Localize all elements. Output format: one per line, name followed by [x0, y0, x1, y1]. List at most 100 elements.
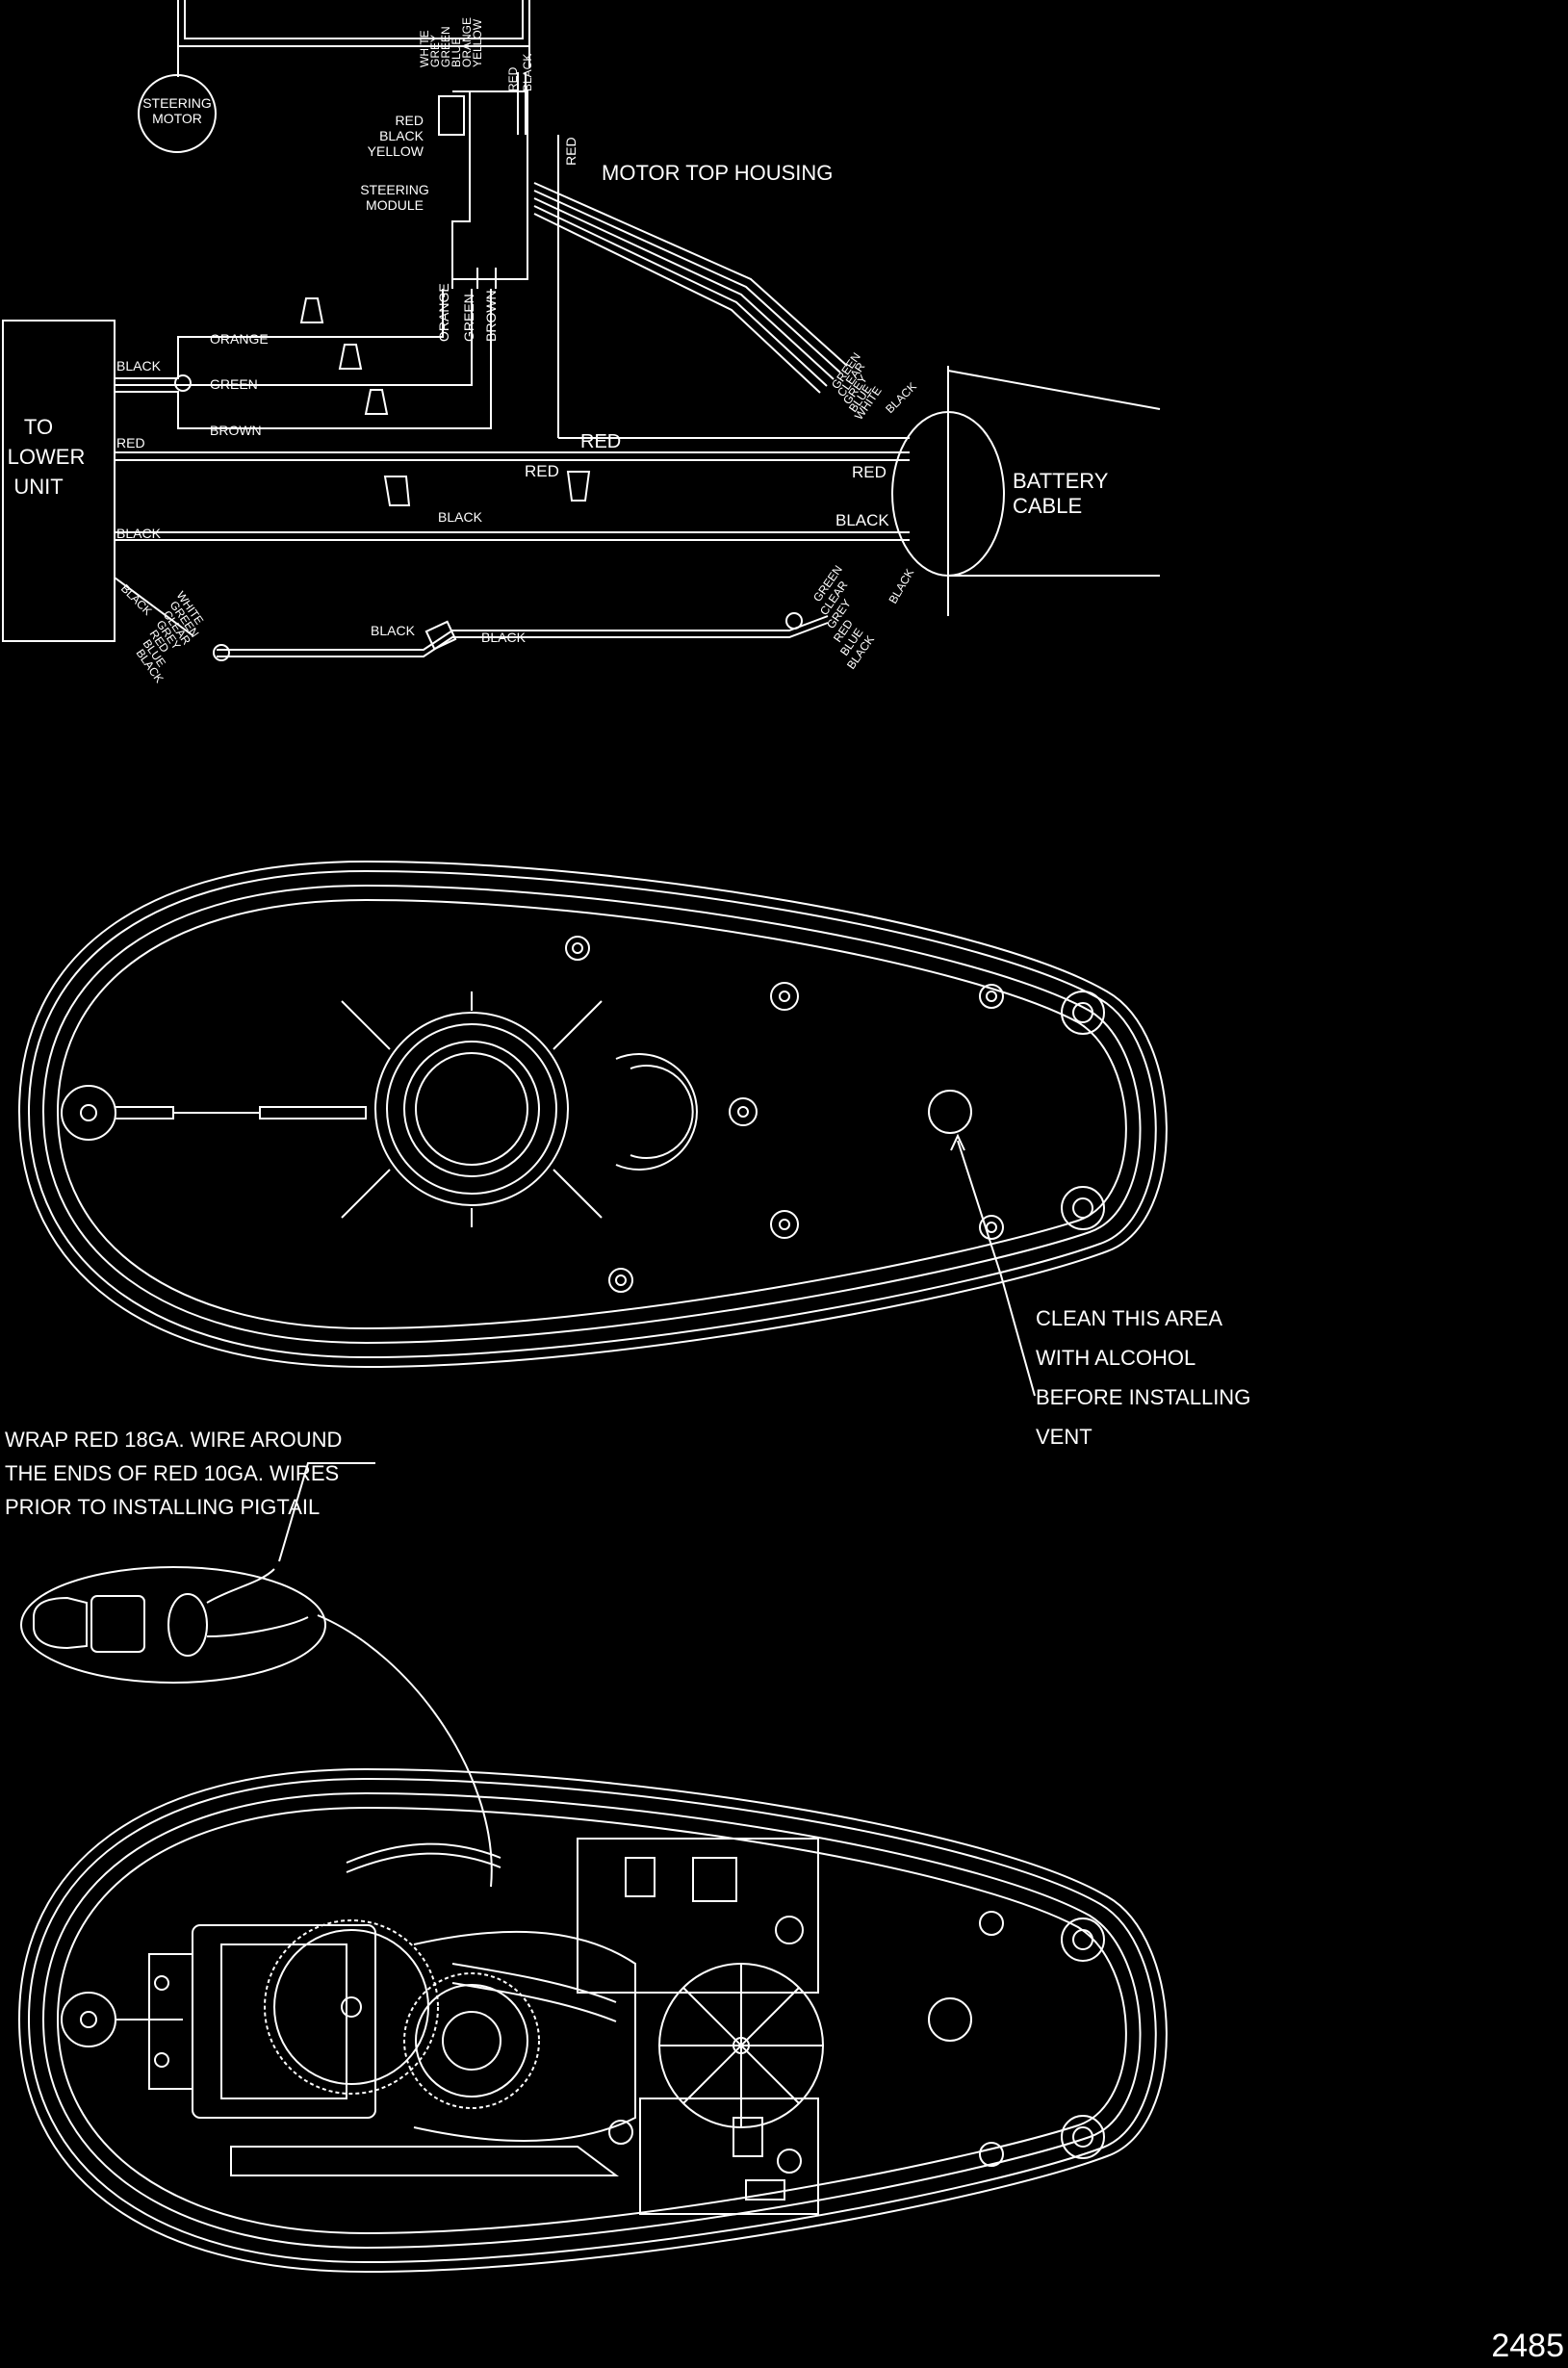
- gear-cover: [413, 1930, 636, 2142]
- main-gear-hub: [341, 1996, 362, 2018]
- shaft-bore: [415, 1052, 528, 1166]
- harness-junction-right: [785, 612, 803, 630]
- to-lower-unit-box: [2, 320, 116, 642]
- pigtail-callout-leader: [317, 1614, 493, 1888]
- spoke-3: [341, 1169, 391, 1219]
- boss-6: [770, 1210, 799, 1239]
- pigtail-wire-1: [206, 1568, 275, 1604]
- connector-green: [338, 344, 363, 370]
- housing-outline-2: [27, 869, 1157, 1359]
- spoke-2: [553, 1000, 603, 1050]
- vent-location: [928, 1090, 972, 1134]
- to-lower-unit-label-3: UNIT: [13, 475, 63, 499]
- boss-5: [729, 1097, 758, 1126]
- left-wire-red: RED: [395, 113, 424, 128]
- black-right-label: BLACK: [835, 511, 889, 529]
- shaft-collar-3: [403, 1041, 540, 1177]
- steering-motor-circle: [138, 74, 217, 153]
- housing-slot: [259, 1106, 367, 1120]
- shaft-collar-2: [386, 1023, 557, 1195]
- boss-5-hole: [737, 1106, 749, 1118]
- module-chip: [692, 1857, 737, 1902]
- brown-wire: [115, 289, 492, 429]
- top-bracket-line: [177, 0, 530, 47]
- main-gear-outer: [264, 1919, 439, 2095]
- boss-1-hole: [572, 942, 583, 954]
- steering-module-label-2: MODULE: [366, 197, 424, 213]
- pigtail-wrap: [167, 1593, 208, 1657]
- steering-motor-label-2: MOTOR: [152, 111, 202, 126]
- housing-top-view: [17, 860, 1168, 1397]
- terminal-screw: [777, 2149, 802, 2174]
- clean-area-note: CLEAN THIS AREA WITH ALCOHOL BEFORE INST…: [1036, 1306, 1250, 1449]
- vertical-red-label: RED: [563, 137, 578, 166]
- red-right-label-1: RED: [580, 431, 621, 452]
- pigtail-connector: [90, 1595, 145, 1653]
- black-small-label: BLACK: [886, 566, 916, 605]
- housing-assembled-view: [17, 1767, 1168, 2274]
- boss-1: [565, 936, 590, 961]
- assembled-boss-5: [1061, 2115, 1105, 2159]
- motor-bracket-screw-2: [154, 2052, 169, 2068]
- wrap-note-line-3: PRIOR TO INSTALLING PIGTAIL: [5, 1495, 320, 1519]
- wire-harness-1: [346, 1842, 501, 1864]
- steering-motor-body: [220, 1943, 347, 2099]
- boss-7-hole: [986, 1222, 997, 1233]
- top-bundle-line-1: [533, 182, 848, 367]
- terminal-block-1: [733, 2117, 763, 2157]
- green-wire: [115, 289, 473, 386]
- shaft-gear-outer: [403, 1972, 540, 2109]
- black-corner-label: BLACK: [118, 581, 155, 618]
- wire-harness-4: [451, 1982, 617, 2022]
- battery-cable-label-1: BATTERY: [1013, 469, 1109, 493]
- assembled-outline-inner: [56, 1806, 1127, 2235]
- shaft-gear-inner: [415, 1984, 528, 2098]
- black-battery-label: BLACK: [883, 379, 919, 416]
- steering-module-label-1: STEERING: [360, 182, 429, 197]
- pigtail-wire-2: [206, 1616, 309, 1637]
- clean-area-leader: [957, 1140, 1036, 1397]
- assembled-outline-2: [27, 1777, 1157, 2264]
- black-top-label: BLACK: [116, 358, 162, 373]
- wire-harness-2: [346, 1852, 501, 1873]
- assembled-boss-2: [979, 1911, 1004, 1936]
- red-right-label-2: RED: [852, 463, 887, 481]
- housing-pivot-center: [80, 1104, 97, 1121]
- orange-wire: [115, 289, 444, 379]
- clean-area-arrowhead: [950, 1133, 965, 1151]
- motor-top-housing-label: MOTOR TOP HOUSING: [602, 161, 833, 185]
- brown-vertical-label: BROWN: [483, 290, 499, 342]
- fan-blade-4: [682, 1987, 800, 2104]
- assembled-pivot-circle: [61, 1992, 116, 2047]
- boss-9: [608, 1268, 633, 1293]
- module-wire-orange: ORANGE: [460, 17, 474, 67]
- top-bundle-line-3: [533, 197, 835, 380]
- housing-pivot-arm: [116, 1106, 174, 1120]
- steering-motor-housing: [192, 1924, 376, 2119]
- orange-label: ORANGE: [210, 331, 269, 347]
- assembled-vent: [928, 1997, 972, 2042]
- red-center-label: RED: [525, 462, 559, 480]
- boss-4: [1061, 991, 1105, 1035]
- pigtail-detail: [20, 1462, 493, 1888]
- top-bundle-line-4: [533, 205, 828, 387]
- boss-2: [770, 982, 799, 1011]
- mount-bar: [230, 2146, 619, 2176]
- assembled-boss-1: [608, 2120, 633, 2145]
- left-wire-black: BLACK: [379, 128, 424, 143]
- boss-9-hole: [615, 1274, 627, 1286]
- module-wire-green: GREEN: [439, 26, 452, 67]
- vent-ring-inner: [630, 1065, 694, 1159]
- connector-black: [383, 476, 411, 506]
- boss-6-hole: [779, 1219, 790, 1230]
- steering-module-connector: [438, 95, 465, 136]
- module-red-label: RED: [506, 66, 520, 91]
- shaft-collar-outer: [374, 1012, 569, 1206]
- page-number: 2485: [1491, 2328, 1564, 2364]
- black-mid-label: BLACK: [116, 526, 162, 541]
- top-bracket-line-inner: [184, 0, 524, 39]
- orange-vertical-label: ORANGE: [436, 283, 451, 342]
- steering-module-board: [577, 1838, 819, 1994]
- main-gear-inner: [273, 1929, 429, 2085]
- battery-cable-label-2: CABLE: [1013, 494, 1082, 518]
